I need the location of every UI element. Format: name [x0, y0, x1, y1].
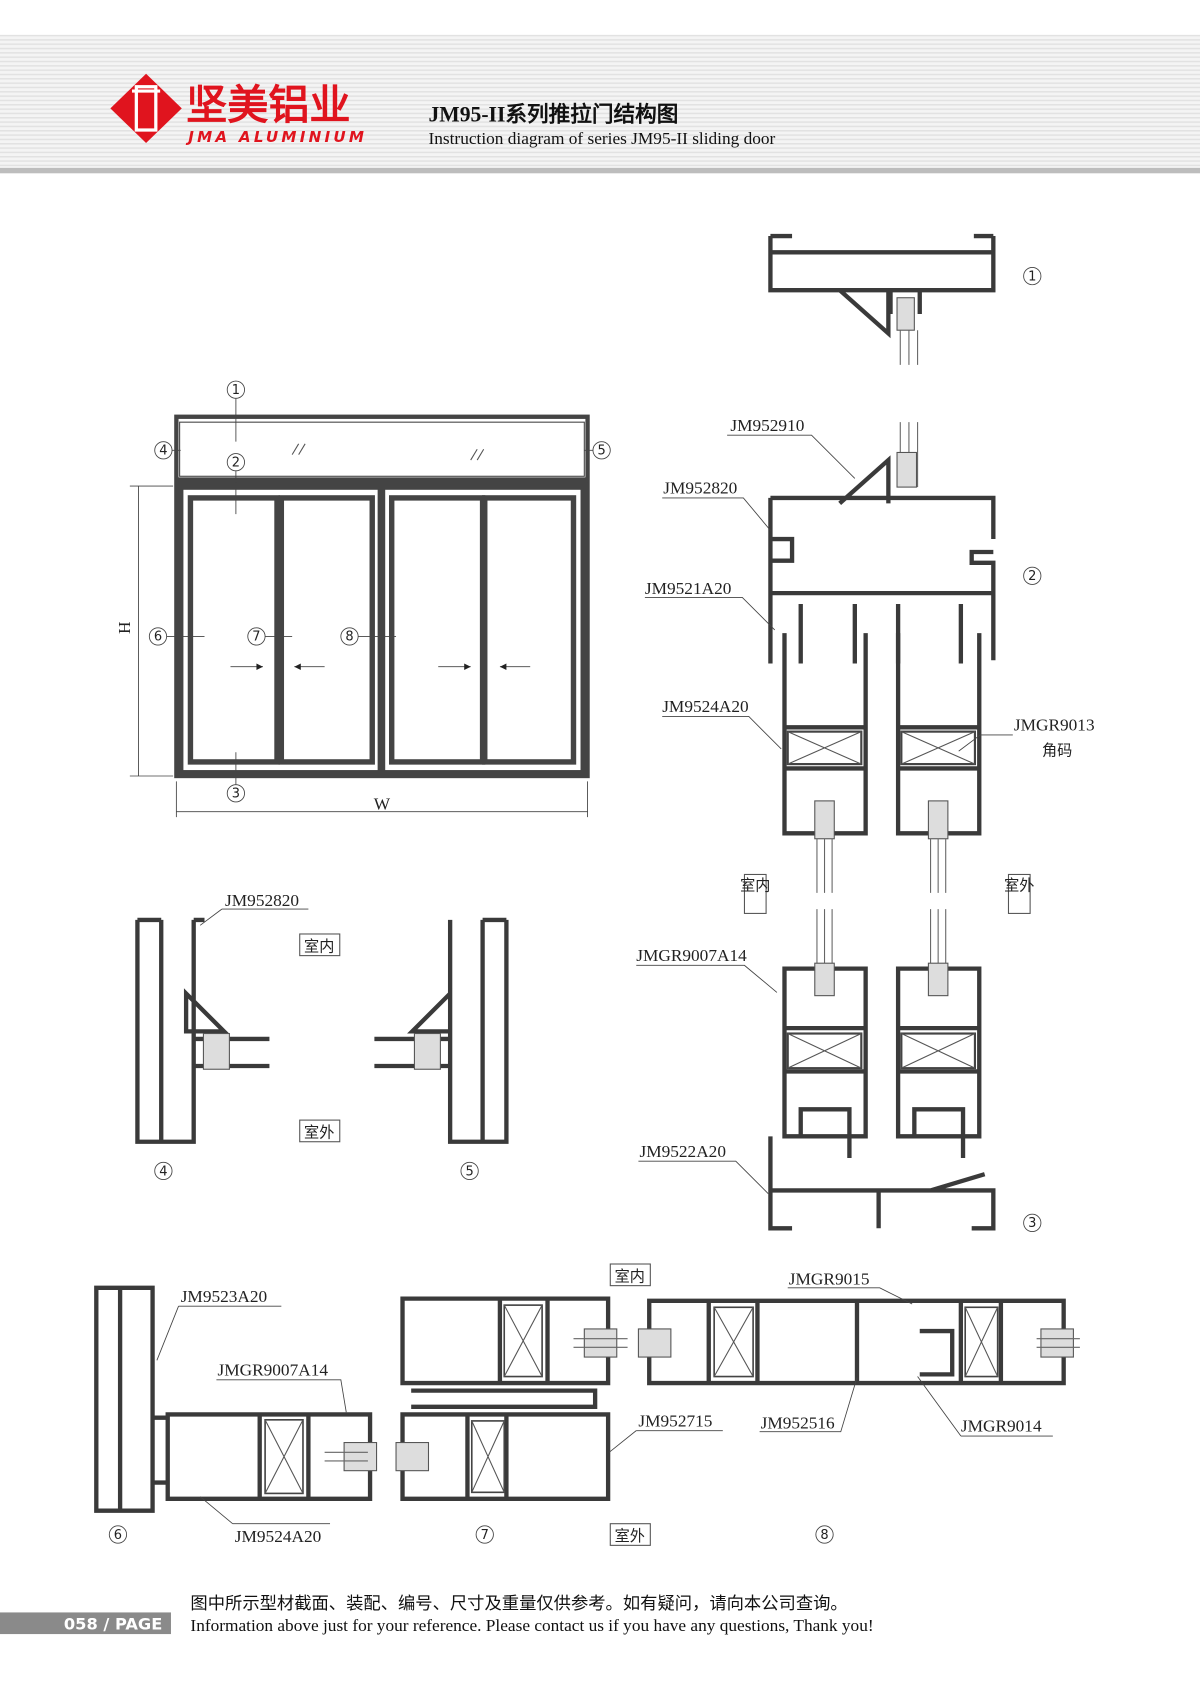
marker-1: 1 — [232, 383, 240, 398]
outdoor-label-bottom: 室外 — [615, 1527, 645, 1545]
label-jmgr9013: JMGR9013 — [1014, 716, 1095, 735]
page-title-cn: JM95-II系列推拉门结构图 — [428, 101, 678, 126]
section-2-number: 2 — [1028, 569, 1036, 584]
label-jmgr9015: JMGR9015 — [789, 1270, 870, 1289]
label-jm952820-side: JM952820 — [225, 891, 299, 910]
marker-4: 4 — [159, 444, 167, 459]
label-jm9522a20: JM9522A20 — [639, 1142, 726, 1161]
door-elevation: H W 1 2 3 4 5 6 7 8 — [115, 380, 611, 818]
callouts-right: JM952910 JM952820 JM9521A20 JM9524A20 JM… — [636, 416, 1095, 1194]
page-number: 058 / PAGE — [64, 1615, 162, 1634]
label-jm9521a20: JM9521A20 — [645, 579, 732, 598]
footer-note-cn: 图中所示型材截面、装配、编号、尺寸及重量仅供参考。如有疑问，请向本公司查询。 — [190, 1594, 847, 1614]
label-jm952715: JM952715 — [638, 1411, 712, 1430]
section-3-number: 3 — [1028, 1216, 1036, 1231]
brand-name-en: JMA ALUMINIUM — [185, 128, 367, 146]
indoor-label-side: 室内 — [304, 937, 334, 955]
brand-name-cn: 坚美铝业 — [186, 81, 350, 129]
marker-5: 5 — [597, 444, 605, 459]
label-jmgr9014: JMGR9014 — [961, 1417, 1042, 1436]
label-jm952516: JM952516 — [761, 1413, 835, 1432]
label-jmgr9007a14-bottom: JMGR9007A14 — [217, 1360, 328, 1379]
width-dimension: W — [374, 795, 391, 814]
sections-6-7-8: JM9523A20 JMGR9007A14 JM9524A20 JM952715… — [94, 1263, 1080, 1546]
marker-3: 3 — [232, 787, 240, 802]
label-jm952820: JM952820 — [663, 479, 737, 498]
section-2-3-vertical: 2 3 室内 室外 — [740, 422, 1042, 1232]
outdoor-label-vertical: 室外 — [1004, 877, 1034, 895]
page-title-en: Instruction diagram of series JM95-II sl… — [428, 129, 775, 148]
section-5-number: 5 — [465, 1164, 473, 1179]
height-dimension: H — [115, 622, 134, 635]
indoor-label-bottom: 室内 — [615, 1267, 645, 1285]
marker-7: 7 — [252, 630, 260, 645]
section-8-number: 8 — [820, 1528, 828, 1543]
section-4-number: 4 — [159, 1164, 167, 1179]
section-7-number: 7 — [481, 1528, 489, 1543]
label-jm9524a20-bottom: JM9524A20 — [235, 1527, 322, 1546]
footer-note-en: Information above just for your referenc… — [190, 1616, 873, 1635]
label-jm952910: JM952910 — [730, 416, 804, 435]
indoor-label-vertical: 室内 — [740, 877, 770, 895]
label-jm9523a20: JM9523A20 — [181, 1287, 268, 1306]
marker-6: 6 — [154, 630, 162, 645]
label-corner-connector: 角码 — [1042, 741, 1072, 759]
footer: 058 / PAGE 图中所示型材截面、装配、编号、尺寸及重量仅供参考。如有疑问… — [0, 1594, 874, 1635]
section-4-5: JM952820 室内 室外 4 5 — [135, 891, 509, 1181]
label-jm9524a20: JM9524A20 — [662, 697, 749, 716]
section-6-number: 6 — [114, 1528, 122, 1543]
header-band: 坚美铝业 JMA ALUMINIUM JM95-II系列推拉门结构图 Instr… — [0, 34, 1200, 174]
section-1-number: 1 — [1028, 269, 1036, 284]
outdoor-label-side: 室外 — [304, 1123, 334, 1141]
marker-2: 2 — [232, 456, 240, 471]
marker-8: 8 — [345, 630, 353, 645]
section-1-head: 1 — [768, 233, 1042, 365]
label-jmgr9007a14: JMGR9007A14 — [636, 946, 747, 965]
brand-logo — [110, 73, 182, 143]
